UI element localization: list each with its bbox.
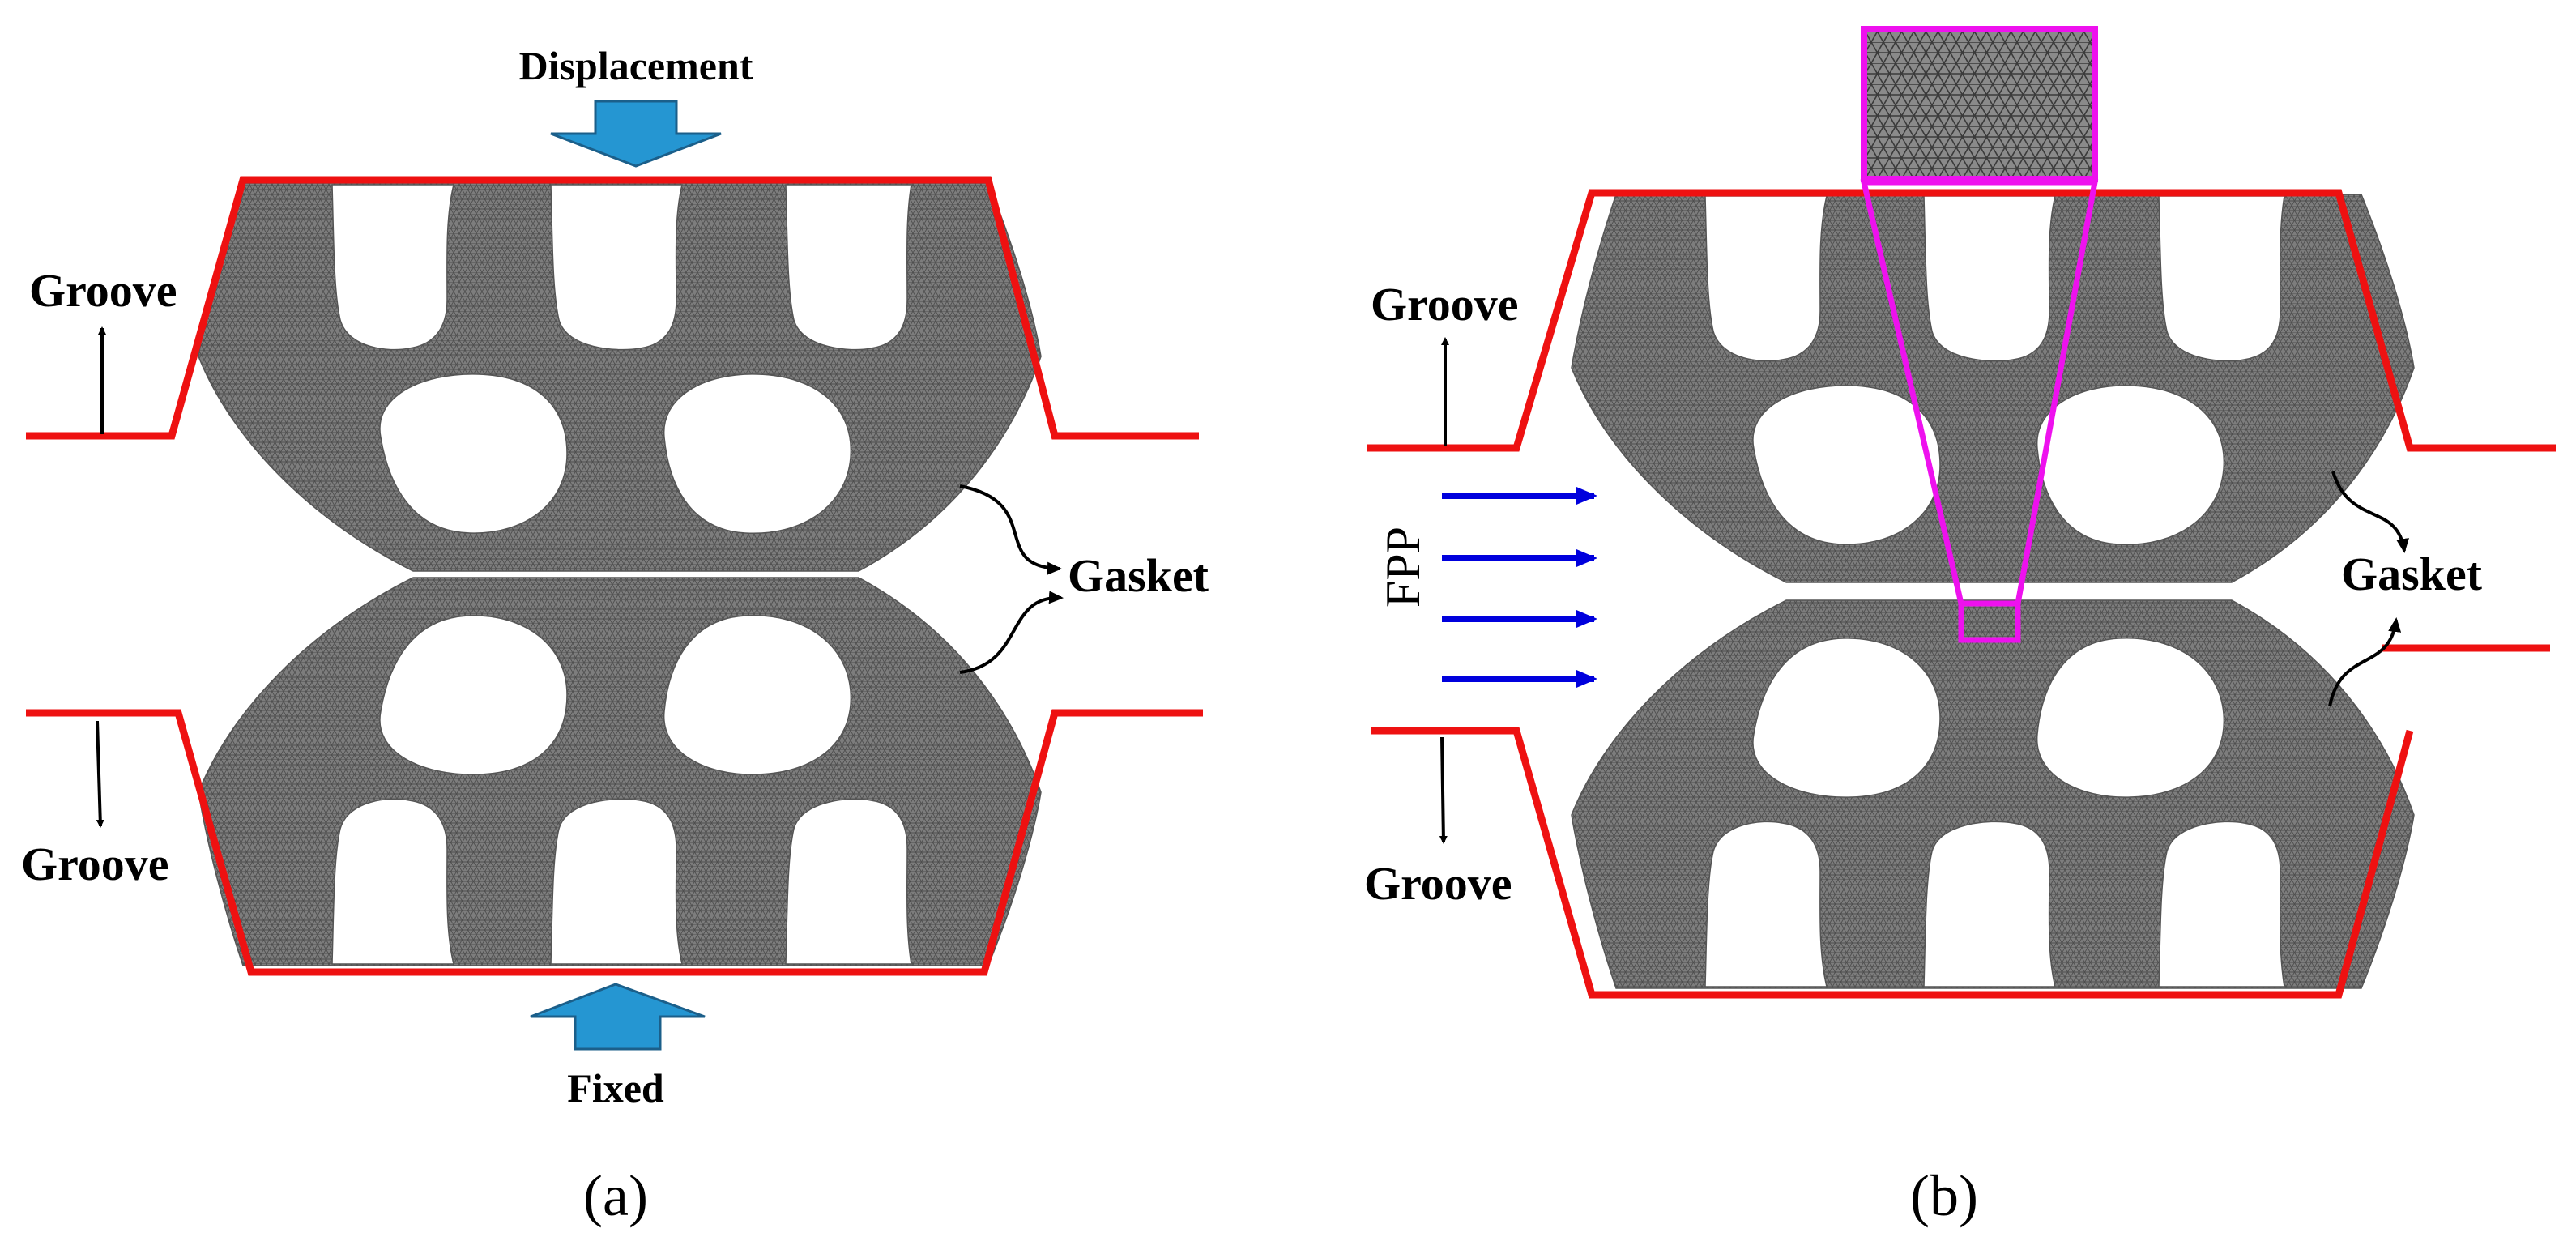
panel-a: Displacement Fixed Groove Groove Gasket …: [21, 43, 1209, 1228]
zoom-magnified-view: [1861, 26, 2098, 182]
fluid-pressure-arrows: [1442, 487, 1597, 688]
groove-line-b-top: [1367, 189, 2556, 452]
zoom-source-box: [1958, 600, 2021, 643]
groove-arrow-a-bottom: [96, 720, 104, 828]
fixed-label: Fixed: [567, 1065, 664, 1111]
mesh-zoom-inset: [1860, 26, 2099, 643]
panel-b: FPP Groove Groove Gasket (b): [1364, 26, 2556, 1228]
groove-label-a-top: Groove: [29, 264, 177, 317]
gasket-label-a: Gasket: [1068, 549, 1209, 602]
gasket-b: [1571, 194, 2415, 989]
groove-line-a-top: [26, 176, 1199, 440]
caption-b: (b): [1910, 1163, 1978, 1228]
groove-arrow-b-bottom: [1439, 736, 1448, 844]
groove-label-a-bottom: Groove: [21, 838, 169, 890]
displacement-arrow: [550, 100, 722, 168]
gasket-arrow-b-bottom: [2328, 617, 2402, 707]
gasket-arrow-a-top: [959, 484, 1062, 575]
displacement-label: Displacement: [519, 43, 753, 88]
fixed-arrow: [530, 983, 706, 1051]
groove-line-a-bottom: [26, 709, 1203, 976]
gasket-arrow-a-bottom: [959, 591, 1064, 674]
groove-line-b-bottom: [1371, 727, 2414, 999]
groove-label-b-bottom: Groove: [1364, 857, 1512, 910]
fpp-label: FPP: [1376, 527, 1430, 608]
groove-label-b-top: Groove: [1371, 278, 1519, 331]
gasket-a: [198, 182, 1042, 966]
caption-a: (a): [583, 1163, 648, 1228]
gasket-arrow-b-top: [2331, 471, 2409, 553]
gasket-label-b: Gasket: [2341, 548, 2483, 600]
